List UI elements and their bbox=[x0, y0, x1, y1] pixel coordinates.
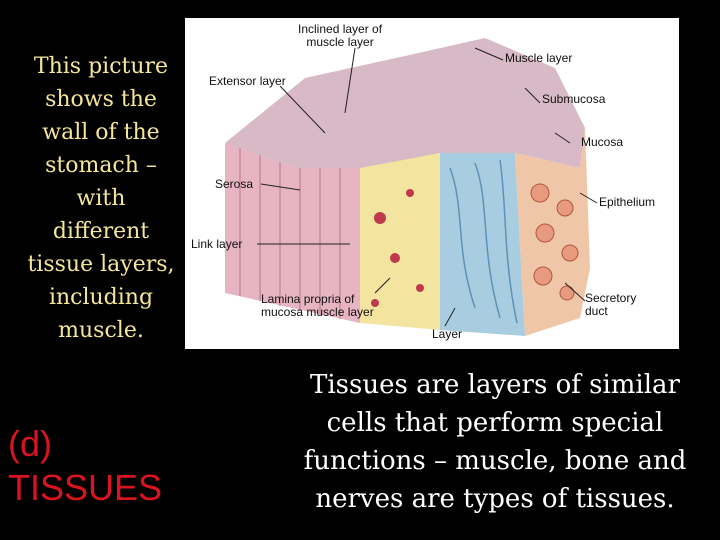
mucosa-band bbox=[440, 153, 525, 336]
heading-title: TISSUES bbox=[8, 467, 163, 508]
muscle-band bbox=[225, 143, 360, 323]
label-layer: Layer bbox=[432, 327, 463, 341]
caption-line: This picture bbox=[33, 54, 169, 79]
label-mucosa: Mucosa bbox=[581, 135, 624, 149]
label-inclined-layer: Inclined layer of muscle layer bbox=[298, 23, 382, 49]
stomach-wall-diagram: Inclined layer of muscle layer Extensor … bbox=[185, 18, 679, 349]
definition-line: cells that perform special bbox=[326, 408, 664, 438]
caption-line: stomach – bbox=[45, 153, 157, 178]
caption-line: wall of the bbox=[42, 120, 160, 145]
caption-line: tissue layers, bbox=[27, 252, 175, 277]
caption-line: muscle. bbox=[58, 318, 144, 343]
top-surface bbox=[225, 38, 585, 168]
label-text: Secretory bbox=[585, 291, 637, 305]
label-text: duct bbox=[585, 304, 608, 318]
definition-text: Tissues are layers of similar cells that… bbox=[286, 366, 704, 518]
label-muscle-layer: Muscle layer bbox=[505, 51, 573, 65]
caption-line: including bbox=[48, 285, 154, 310]
section-heading: (d) TISSUES bbox=[8, 422, 162, 510]
label-lamina-propria: Lamina propria of mucosa muscle layer bbox=[261, 293, 374, 319]
label-text: Lamina propria of bbox=[261, 292, 355, 306]
stomach-wall-illustration bbox=[225, 38, 598, 336]
caption-line: with bbox=[76, 186, 126, 211]
label-text: Inclined layer of bbox=[298, 22, 383, 36]
label-text: mucosa muscle layer bbox=[261, 305, 374, 319]
caption-line: different bbox=[52, 219, 150, 244]
label-extensor-layer: Extensor layer bbox=[209, 74, 286, 88]
caption-line: shows the bbox=[45, 87, 157, 112]
label-epithelium: Epithelium bbox=[599, 195, 656, 209]
label-submucosa: Submucosa bbox=[542, 92, 606, 106]
definition-line: nerves are types of tissues. bbox=[315, 484, 675, 514]
label-text: muscle layer bbox=[306, 35, 374, 49]
figure-caption: This picture shows the wall of the stoma… bbox=[18, 50, 184, 347]
label-secretory-duct: Secretory duct bbox=[585, 292, 636, 318]
heading-label: (d) bbox=[8, 423, 52, 464]
definition-line: Tissues are layers of similar bbox=[309, 370, 680, 400]
label-link-layer: Link layer bbox=[191, 237, 243, 251]
label-serosa: Serosa bbox=[215, 177, 254, 191]
definition-line: functions – muscle, bone and bbox=[303, 446, 687, 476]
